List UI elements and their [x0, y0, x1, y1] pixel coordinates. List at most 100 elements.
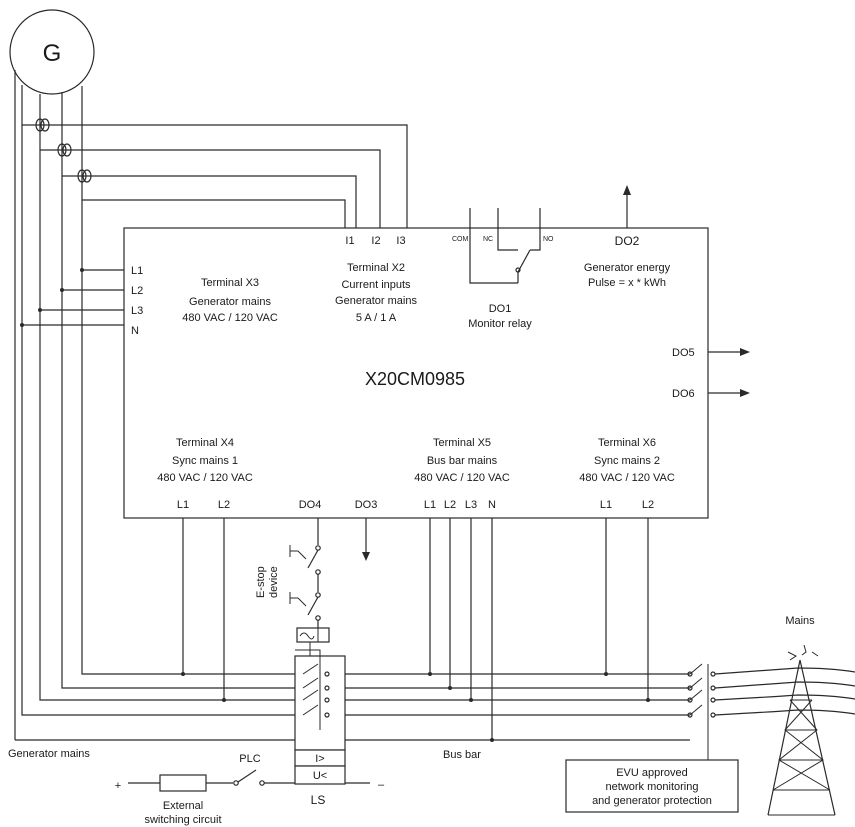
undervoltage-trip [294, 765, 346, 785]
ct-coil-icon [77, 169, 87, 183]
external-switching-circuit: + – PLC External switching circuit [115, 753, 385, 826]
x3-line2: 480 VAC / 120 VAC [182, 312, 278, 324]
breaker-mechanical-link [295, 649, 321, 730]
generator-line-2 [21, 85, 408, 230]
do2-line1: Generator energy [584, 262, 671, 274]
breaker-i-gt: I> [315, 753, 324, 765]
x5-line2: 480 VAC / 120 VAC [414, 472, 510, 484]
ct-coil-icon [82, 169, 92, 183]
tower-lattice [772, 699, 831, 791]
contact-terminal-icon [687, 697, 693, 703]
breaker-label: LS [311, 793, 326, 807]
contact-terminal-icon [710, 685, 716, 691]
ct-coil-icon [57, 143, 67, 157]
relay-pivot-icon [515, 267, 521, 273]
estop-device: E-stop device [255, 518, 330, 643]
arrow-up-icon [623, 185, 631, 195]
do1-pin-com: COM [452, 236, 469, 243]
junction-dot [60, 288, 64, 292]
generator-symbol [9, 9, 95, 95]
do5-label: DO5 [672, 347, 695, 359]
do1-line1: Monitor relay [468, 318, 532, 330]
terminal-x2: I1 I2 I3 Terminal X2 Current inputs Gene… [335, 235, 417, 324]
external-line1: External [163, 800, 203, 812]
do1-pin-nc: NC [483, 236, 493, 243]
x3-pin-N: N [131, 325, 139, 337]
estop-switch-icon [307, 596, 319, 616]
x3-pin-L2: L2 [131, 285, 143, 297]
junction-dot [38, 308, 42, 312]
pushbutton-icon [289, 545, 307, 560]
current-transformers [35, 118, 92, 183]
contact-terminal-icon [324, 671, 330, 677]
do2-output: DO2 Generator energy Pulse = x * kWh [584, 185, 671, 289]
contact-terminal-icon [710, 671, 716, 677]
x5-title: Terminal X5 [433, 437, 491, 449]
contact-terminal-icon [324, 685, 330, 691]
x5-line1: Bus bar mains [427, 455, 498, 467]
evu-line2: network monitoring [606, 781, 699, 793]
x6-pin-L2: L2 [642, 499, 654, 511]
do6-label: DO6 [672, 388, 695, 400]
contact-terminal-icon [710, 712, 716, 718]
arrow-right-icon [740, 389, 750, 397]
evu-protection: EVU approved network monitoring and gene… [565, 663, 739, 813]
x2-title: Terminal X2 [347, 262, 405, 274]
external-resistor [159, 774, 207, 792]
arrow-down-icon [362, 552, 370, 561]
lightning-icon [787, 644, 819, 661]
breaker-contact-icon [302, 689, 319, 701]
contact-terminal-icon [259, 780, 265, 786]
do5-do6-outputs: DO5 DO6 [672, 347, 750, 400]
generator: G [9, 9, 95, 95]
mains-line [714, 694, 855, 701]
phase-line-L2-long [39, 150, 295, 701]
breaker-u-lt: U< [313, 770, 327, 782]
plus-label: + [115, 780, 121, 792]
terminal-x4: Terminal X4 Sync mains 1 480 VAC / 120 V… [157, 437, 253, 702]
junction-dot [222, 698, 226, 702]
do4-do3-outputs: DO4 DO3 [299, 499, 378, 561]
breaker-contact-icon [302, 677, 319, 689]
plc-label: PLC [239, 753, 260, 765]
do3-label: DO3 [355, 499, 378, 511]
minus-label: – [378, 779, 385, 791]
generator-line-3 [39, 94, 381, 230]
do2-line2: Pulse = x * kWh [588, 277, 666, 289]
x3-pin-L3: L3 [131, 305, 143, 317]
mains-line [714, 667, 855, 675]
contact-terminal-icon [233, 780, 239, 786]
contact-terminal-icon [315, 569, 321, 575]
do1-com-wire [469, 208, 518, 284]
junction-dot [181, 672, 185, 676]
x4-line2: 480 VAC / 120 VAC [157, 472, 253, 484]
contact-terminal-icon [315, 592, 321, 598]
external-line2: switching circuit [144, 814, 221, 826]
bus-bar-lines: Bus bar Generator mains [8, 673, 690, 761]
estop-line2: device [268, 566, 280, 598]
x5-pin-L2: L2 [444, 499, 456, 511]
mains-label: Mains [785, 615, 815, 627]
evu-line3: and generator protection [592, 795, 712, 807]
do1-pin-no: NO [543, 236, 554, 243]
terminal-x6: Terminal X6 Sync mains 2 480 VAC / 120 V… [579, 437, 675, 702]
coil-wave-icon [299, 632, 315, 640]
contact-terminal-icon [687, 671, 693, 677]
do1-title: DO1 [489, 303, 512, 315]
do2-title: DO2 [615, 234, 640, 248]
x5-pin-L3: L3 [465, 499, 477, 511]
ct-coil-icon [40, 118, 50, 132]
module-box [123, 227, 709, 519]
evu-box [565, 759, 739, 813]
trip-coil [296, 627, 330, 643]
generator-line-4 [61, 92, 357, 230]
evu-contact-icon [689, 663, 703, 716]
contact-terminal-icon [315, 545, 321, 551]
breaker-contacts [295, 649, 330, 730]
x4-pin-L1: L1 [177, 499, 189, 511]
terminal-x3: L1 L2 L3 N Terminal X3 Generator mains 4… [20, 265, 278, 337]
tower-icon: Mains [767, 615, 836, 816]
ct-coil-icon [62, 143, 72, 157]
contact-terminal-icon [687, 685, 693, 691]
